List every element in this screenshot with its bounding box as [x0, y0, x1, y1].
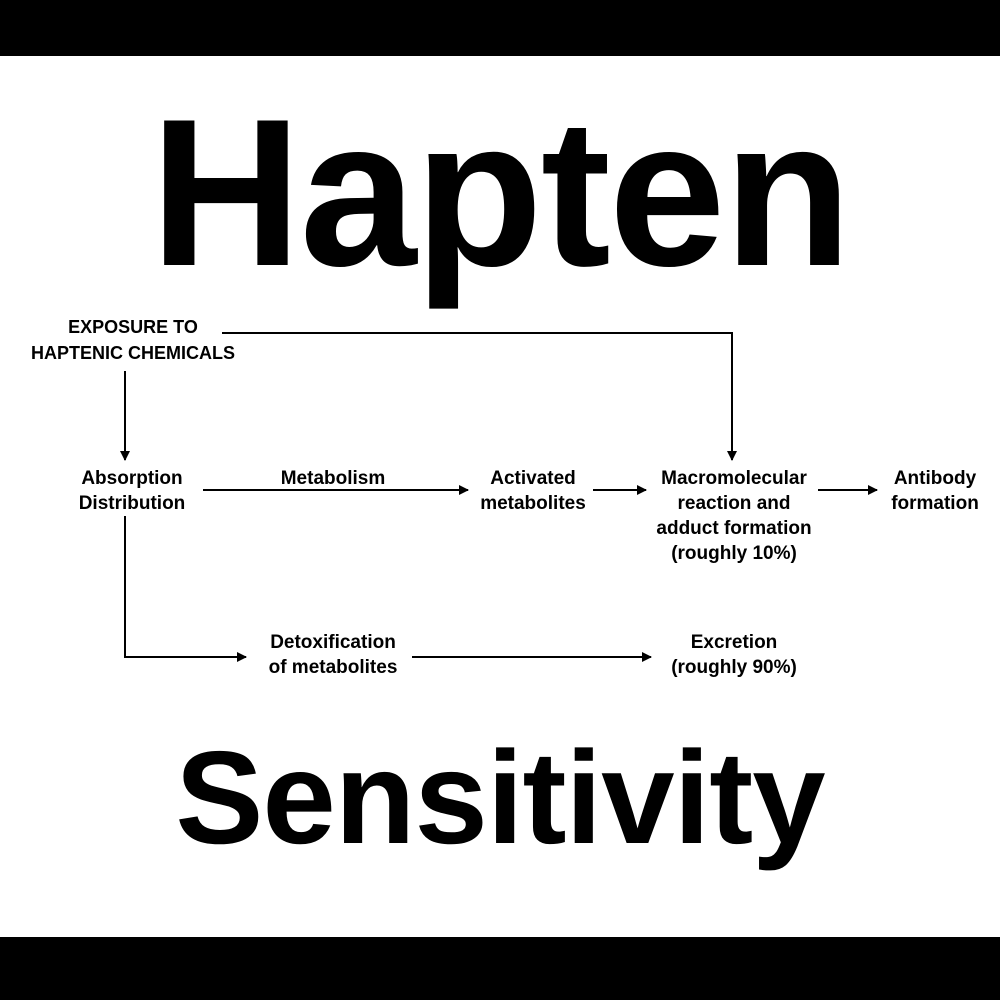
exposure-line-1: EXPOSURE TO [68, 317, 198, 337]
node-activated-metabolites: Activated metabolites [480, 468, 586, 514]
top-black-band [0, 0, 1000, 56]
node-detoxification: Detoxification of metabolites [269, 632, 398, 678]
excretion-line-1: Excretion [691, 632, 778, 653]
label-metabolism: Metabolism [281, 468, 386, 489]
node-excretion: Excretion (roughly 90%) [671, 632, 797, 678]
detox-line-2: of metabolites [269, 657, 398, 678]
detox-line-1: Detoxification [270, 632, 396, 653]
bottom-black-band [0, 937, 1000, 1000]
node-antibody-formation: Antibody formation [891, 468, 979, 514]
title-sensitivity: Sensitivity [175, 724, 825, 871]
node-exposure: EXPOSURE TO HAPTENIC CHEMICALS [31, 317, 235, 363]
absorption-line-1: Absorption [81, 468, 182, 489]
title-hapten: Hapten [150, 75, 852, 310]
macromolecular-line-4: (roughly 10%) [671, 543, 797, 564]
activated-line-2: metabolites [480, 493, 586, 514]
absorption-line-2: Distribution [79, 493, 186, 514]
node-absorption-distribution: Absorption Distribution [79, 468, 186, 514]
macromolecular-line-2: reaction and [678, 493, 791, 514]
activated-line-1: Activated [490, 468, 576, 489]
macromolecular-line-1: Macromolecular [661, 468, 807, 489]
arrow-exposure-to-macromolecular [222, 332, 737, 461]
node-macromolecular-reaction: Macromolecular reaction and adduct forma… [656, 468, 811, 564]
excretion-line-2: (roughly 90%) [671, 657, 797, 678]
macromolecular-line-3: adduct formation [656, 518, 811, 539]
exposure-line-2: HAPTENIC CHEMICALS [31, 343, 235, 363]
antibody-line-1: Antibody [894, 468, 977, 489]
antibody-line-2: formation [891, 493, 979, 514]
arrow-absorption-to-detox [124, 516, 247, 662]
